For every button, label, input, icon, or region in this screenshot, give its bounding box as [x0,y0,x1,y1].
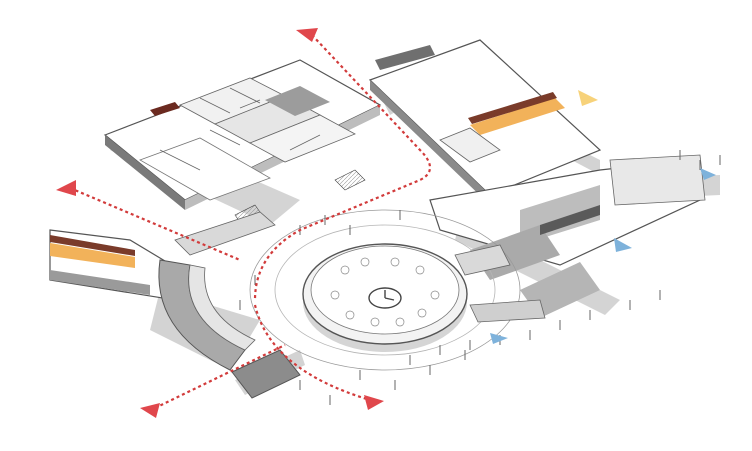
entry-marker-east-middle [614,238,632,252]
central-circular-hall [249,209,521,371]
route-south [253,304,371,402]
clock-icon [368,287,402,309]
entry-markers [56,28,716,418]
nw-wing-partitions [159,87,321,171]
route-south-west [154,344,286,409]
route-north [253,34,432,301]
corridor-east [454,244,511,276]
east-wing-dark-wall [540,205,600,235]
west-wing-orange-band [50,243,135,268]
north-east-wing [368,39,602,205]
entry-marker-east-lower [490,333,508,344]
ne-wing-room [439,127,501,163]
evacuation-routes [69,34,432,409]
corridor-south-east [469,299,546,323]
west-wing-wall [50,270,150,295]
west-wing-brown-band [50,235,135,256]
sw-curved-inner [188,264,256,351]
north-west-wing [103,59,382,226]
hall-tables [330,257,440,327]
nw-wing-grey-slab [265,86,330,116]
nw-stair-1 [334,169,366,191]
route-west [69,186,241,262]
south-west-curved-wing [158,259,301,399]
sw-annex [231,349,301,399]
entry-marker-north [296,28,318,42]
entry-marker-east-upper [700,168,716,180]
ne-wing-brown-band [468,92,557,124]
east-wing [429,154,706,318]
ne-wing-orange-band [470,98,565,135]
hall-outer-ring [249,209,521,371]
ne-wing-wall [370,80,490,205]
nw-wing-hall [139,137,271,201]
corridor-west [174,211,276,256]
entry-marker-west [56,180,76,196]
east-wing-wall-2 [609,154,706,206]
entry-marker-north-east [578,90,598,106]
nw-wing-room-3 [249,114,356,163]
entry-marker-south-west [140,403,160,418]
entry-marker-south [364,395,384,410]
nw-wing-roof-strip [150,102,180,116]
hall-mid-ring [274,224,496,356]
ne-wing-top-block [375,45,435,70]
exterior-posts [239,150,721,405]
corridors [174,211,546,323]
nw-wing-front-wall [105,135,185,210]
